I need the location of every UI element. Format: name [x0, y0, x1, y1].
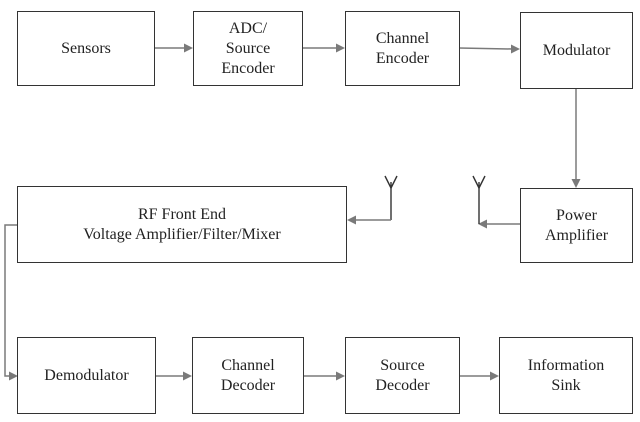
power-amplifier-block: Power Amplifier: [520, 188, 633, 263]
information-sink-label: Information Sink: [527, 356, 605, 394]
arrow-source-decoder-to-information-sink: [459, 371, 499, 381]
arrow-rx-antenna-to-rf-front-end: [347, 215, 391, 225]
modulator-block: Modulator: [520, 12, 633, 89]
sensors-block: Sensors: [17, 11, 155, 86]
arrow-sensors-to-adc: [154, 43, 193, 53]
rf-front-end-block: RF Front End Voltage Amplifier/Filter/Mi…: [17, 186, 347, 263]
adc-source-encoder-block: ADC/ Source Encoder: [193, 11, 303, 86]
channel-encoder-block: Channel Encoder: [345, 11, 460, 86]
source-decoder-block: Source Decoder: [345, 337, 460, 414]
information-sink-block: Information Sink: [499, 337, 633, 414]
rf-front-end-label: RF Front End Voltage Amplifier/Filter/Mi…: [83, 205, 281, 243]
arrow-modulator-to-power-amplifier: [571, 88, 581, 188]
channel-decoder-label: Channel Decoder: [220, 356, 276, 394]
source-decoder-label: Source Decoder: [375, 356, 430, 394]
adc-source-encoder-label: ADC/ Source Encoder: [221, 19, 275, 77]
channel-decoder-block: Channel Decoder: [192, 337, 304, 414]
transmit-antenna-icon: [472, 175, 486, 224]
demodulator-block: Demodulator: [17, 337, 156, 414]
arrow-demodulator-to-channel-decoder: [155, 371, 192, 381]
arrow-channel-encoder-to-modulator: [458, 44, 520, 54]
power-amplifier-label: Power Amplifier: [544, 206, 609, 244]
arrow-power-amplifier-to-tx-antenna: [478, 219, 521, 229]
sensors-label: Sensors: [61, 39, 111, 57]
arrow-channel-decoder-to-source-decoder: [303, 371, 345, 381]
modulator-label: Modulator: [542, 41, 611, 59]
channel-encoder-label: Channel Encoder: [375, 29, 430, 67]
arrow-rf-front-end-to-demodulator: [4, 224, 18, 381]
arrow-adc-to-channel-encoder: [302, 43, 345, 53]
demodulator-label: Demodulator: [44, 366, 129, 384]
receive-antenna-icon: [384, 175, 398, 220]
